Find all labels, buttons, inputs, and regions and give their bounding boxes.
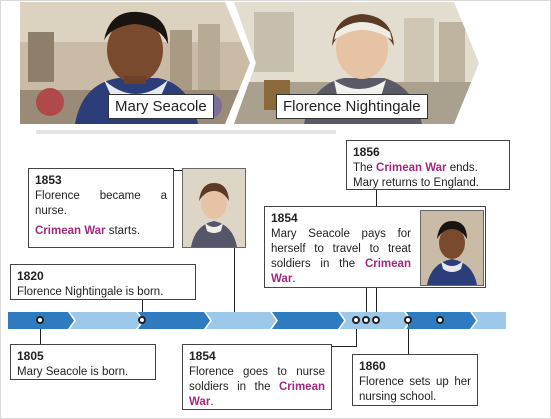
event-highlight: Crimean War: [271, 258, 411, 285]
timeline-marker-1854: [362, 316, 370, 324]
mary-seacole-portrait: [420, 210, 484, 286]
connector-1860: [408, 322, 409, 356]
event-1854-florence: 1854 Florence goes to nurse soldiers in …: [182, 344, 332, 410]
event-1856: 1856 The Crimean War ends. Mary returns …: [346, 140, 510, 190]
event-text: ends.: [446, 162, 478, 174]
event-highlight: Crimean War: [35, 225, 106, 237]
event-year: 1854: [189, 349, 216, 363]
timeline-marker-1853: [352, 316, 360, 324]
event-text: Mary Seacole pays for herself to travel …: [271, 228, 411, 270]
event-text: Mary returns to England.: [353, 177, 479, 189]
connector-1854b-h: [330, 346, 357, 347]
event-text: Florence became a: [35, 190, 167, 202]
connector-1805: [40, 322, 41, 346]
event-text: Florence Nightingale is born.: [17, 286, 164, 298]
event-year: 1805: [17, 349, 44, 363]
event-text: starts.: [105, 225, 141, 237]
event-text: .: [292, 273, 296, 285]
event-year: 1853: [35, 173, 62, 187]
connector-1854a: [366, 288, 367, 320]
timeline-marker-1820: [138, 316, 146, 324]
event-1805: 1805 Mary Seacole is born.: [10, 344, 156, 380]
event-1820: 1820 Florence Nightingale is born.: [10, 264, 196, 300]
event-text: Florence sets up her nursing school.: [359, 376, 471, 403]
event-text: .: [210, 396, 214, 408]
event-text: Mary Seacole is born.: [17, 366, 129, 378]
event-year: 1860: [359, 359, 386, 373]
event-1853: 1853 Florence became a nurse. Crimean Wa…: [28, 168, 174, 248]
event-year: 1820: [17, 269, 44, 283]
timeline-marker-extra: [436, 316, 444, 324]
florence-nightingale-portrait: [182, 168, 246, 248]
event-year: 1854: [271, 211, 298, 225]
event-highlight: Crimean War: [376, 162, 447, 174]
event-text: Florence goes to nurse soldiers in the: [189, 366, 325, 393]
florence-nightingale-banner: Florence Nightingale: [234, 2, 479, 124]
event-1860: 1860 Florence sets up her nursing school…: [352, 354, 478, 406]
connector-1854b: [356, 322, 357, 346]
event-highlight: Crimean War: [189, 381, 325, 408]
connector-1820: [142, 298, 143, 320]
timeline-bar: [8, 312, 506, 329]
event-text: nurse.: [35, 205, 67, 217]
timeline-marker-1860: [404, 316, 412, 324]
mary-seacole-name-tag: Mary Seacole: [108, 94, 214, 119]
caption-strip: [36, 130, 336, 134]
event-text: The: [353, 162, 377, 174]
florence-nightingale-name-tag: Florence Nightingale: [276, 94, 428, 119]
timeline-marker-1805: [36, 316, 44, 324]
mary-seacole-banner: Mary Seacole: [20, 2, 250, 124]
timeline-marker-1856: [372, 316, 380, 324]
event-year: 1856: [353, 145, 380, 159]
